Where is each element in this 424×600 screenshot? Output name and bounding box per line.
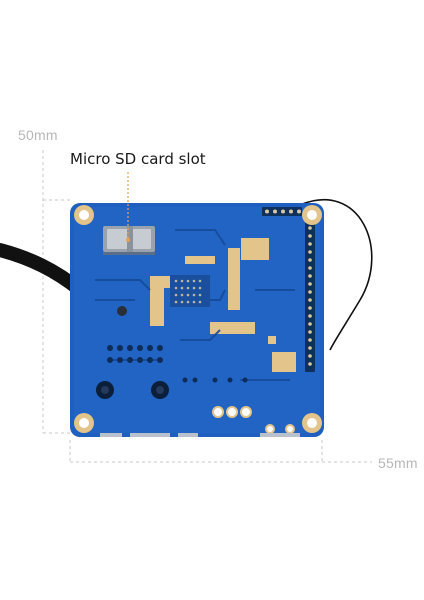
gpio-header-pins [308, 226, 312, 366]
dimension-lines [42, 150, 372, 463]
gold-pads [150, 238, 296, 372]
antenna-cable [299, 198, 373, 351]
height-dimension-label: 50mm [18, 127, 58, 143]
pcb-board [70, 203, 324, 437]
chip-area [170, 275, 210, 307]
micro-sd-callout-label: Micro SD card slot [70, 150, 206, 168]
callout-dot [126, 238, 130, 242]
small-component [117, 306, 127, 316]
edge-connectors [100, 433, 300, 437]
power-cable [0, 243, 87, 297]
mounting-holes [74, 205, 322, 433]
round-pads [96, 381, 169, 399]
width-dimension-label: 55mm [378, 455, 418, 471]
bottom-pads [212, 406, 295, 434]
via-rows [107, 345, 248, 383]
